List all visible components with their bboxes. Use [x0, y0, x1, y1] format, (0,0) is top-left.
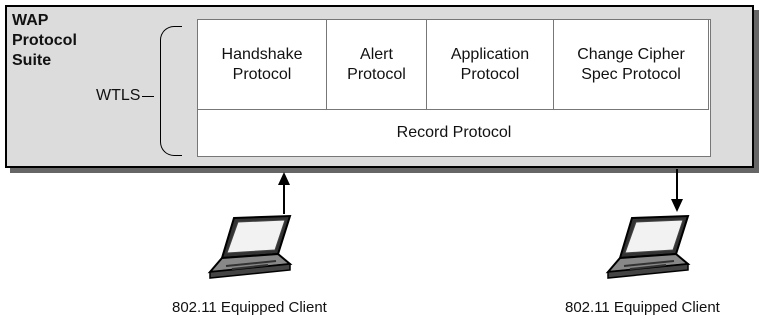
wtls-label: WTLS — [96, 87, 141, 104]
down-arrow-icon — [671, 199, 683, 212]
up-arrow-icon — [278, 172, 290, 185]
alert-protocol-label: Alert Protocol — [347, 45, 406, 83]
application-protocol-box: Application Protocol — [427, 20, 554, 110]
change-cipher-spec-protocol-label: Change Cipher Spec Protocol — [577, 45, 685, 83]
alert-protocol-box: Alert Protocol — [327, 20, 427, 110]
laptop-icon — [207, 214, 293, 279]
handshake-protocol-box: Handshake Protocol — [198, 20, 327, 110]
client-label-left: 802.11 Equipped Client — [172, 299, 327, 316]
record-protocol-box: Record Protocol — [198, 110, 710, 155]
wtls-bracket — [160, 26, 182, 156]
wtls-connector-line — [142, 96, 154, 97]
change-cipher-spec-protocol-box: Change Cipher Spec Protocol — [554, 20, 709, 110]
handshake-protocol-label: Handshake Protocol — [221, 45, 303, 83]
suite-title: WAP Protocol Suite — [12, 12, 77, 69]
downlink-arrow-line — [676, 169, 678, 199]
wtls-stack: Handshake Protocol Alert Protocol Applic… — [197, 19, 711, 157]
client-label-right: 802.11 Equipped Client — [565, 299, 720, 316]
laptop-icon — [605, 214, 691, 279]
record-protocol-label: Record Protocol — [396, 123, 512, 141]
uplink-arrow-line — [283, 184, 285, 214]
application-protocol-label: Application Protocol — [450, 45, 530, 83]
